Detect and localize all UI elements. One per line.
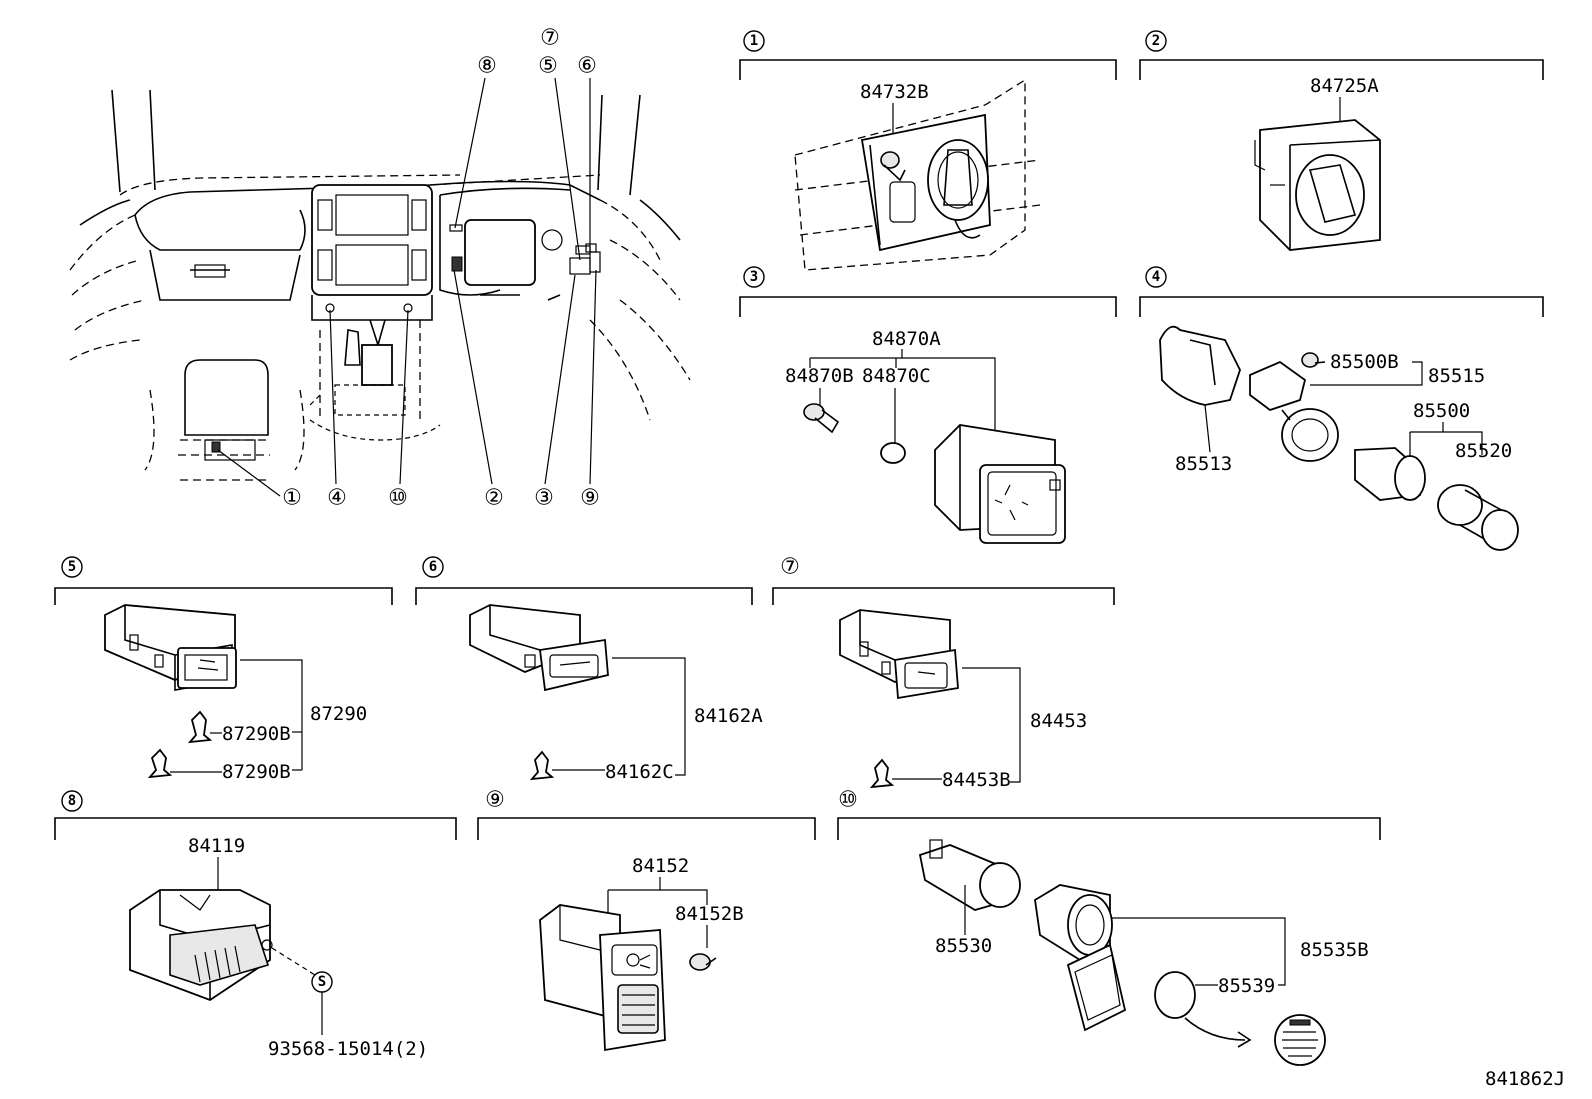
- section-8: 8 84119 S 93568-15014(2): [54, 790, 457, 1060]
- part-84152: 84152: [632, 855, 689, 877]
- part-84870B: 84870B: [785, 365, 854, 387]
- overview-callout-5: ⑤: [538, 54, 558, 79]
- section-5-number: 5: [68, 559, 76, 575]
- part-85500: 85500: [1413, 400, 1470, 422]
- overview-callout-10: ⑩: [388, 486, 408, 511]
- part-84725A: 84725A: [1310, 75, 1379, 97]
- part-85535B: 85535B: [1300, 939, 1369, 961]
- overview-callout-6: ⑥: [577, 54, 597, 79]
- diagram-id: 841862J: [1485, 1068, 1565, 1090]
- section-8-number: 8: [68, 793, 76, 809]
- part-84453: 84453: [1030, 710, 1087, 732]
- section-3: 3 84870A 84870B 84870C: [739, 266, 1117, 544]
- part-85513: 85513: [1175, 453, 1232, 475]
- section-10-number: ⑩: [838, 788, 858, 813]
- part-84453B: 84453B: [942, 769, 1011, 791]
- part-85500B: 85500B: [1330, 351, 1399, 373]
- overview-callout-1: ①: [282, 486, 302, 511]
- overview-callout-4: ④: [327, 486, 347, 511]
- section-2: 2 84725A: [1139, 30, 1544, 251]
- dashboard-overview: ① ④ ⑩ ② ③ ⑨ ⑧ ⑤ ⑥ ⑦: [69, 26, 691, 511]
- section-1: 1 84732B: [739, 30, 1117, 271]
- section-2-number: 2: [1152, 33, 1160, 49]
- part-85515: 85515: [1428, 365, 1485, 387]
- section-7: ⑦ 84453 84453B: [772, 555, 1115, 791]
- part-84162C: 84162C: [605, 761, 674, 783]
- part-85530: 85530: [935, 935, 992, 957]
- part-84119: 84119: [188, 835, 245, 857]
- section-3-number: 3: [750, 269, 758, 285]
- overview-callout-2: ②: [484, 486, 504, 511]
- part-87290: 87290: [310, 703, 367, 725]
- overview-callout-7: ⑦: [540, 26, 560, 51]
- section-1-number: 1: [750, 33, 758, 49]
- section-10: ⑩ 85530 85535B 85539: [837, 788, 1381, 1066]
- section-5: 5 87290 87290B 87290B: [54, 556, 393, 783]
- section-6-number: 6: [429, 559, 437, 575]
- overview-callout-9: ⑨: [580, 486, 600, 511]
- section-4: 4 85513 85500B 85515 85500 85520: [1139, 266, 1544, 551]
- screw-symbol: S: [318, 974, 326, 990]
- overview-callout-3: ③: [534, 486, 554, 511]
- part-84870C: 84870C: [862, 365, 931, 387]
- part-85520: 85520: [1455, 440, 1512, 462]
- part-87290B-a: 87290B: [222, 723, 291, 745]
- part-85539: 85539: [1218, 975, 1275, 997]
- part-84152B: 84152B: [675, 903, 744, 925]
- part-93568-15014: 93568-15014(2): [268, 1038, 428, 1060]
- section-6: 6 84162A 84162C: [415, 556, 763, 783]
- part-87290B-b: 87290B: [222, 761, 291, 783]
- section-9: ⑨ 84152 84152B: [477, 788, 816, 1052]
- section-7-number: ⑦: [780, 555, 800, 580]
- overview-callout-8: ⑧: [477, 54, 497, 79]
- part-84732B: 84732B: [860, 81, 929, 103]
- part-84870A: 84870A: [872, 328, 941, 350]
- section-9-number: ⑨: [485, 788, 505, 813]
- section-4-number: 4: [1152, 269, 1160, 285]
- part-84162A: 84162A: [694, 705, 763, 727]
